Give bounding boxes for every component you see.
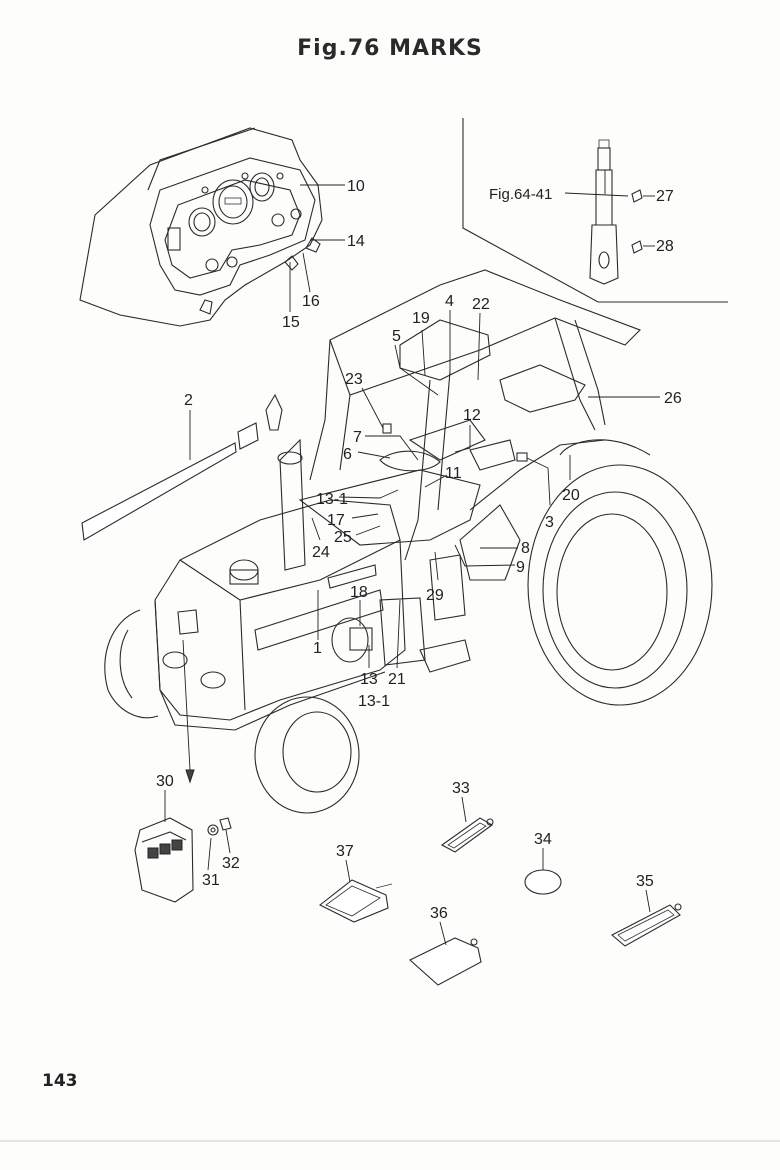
mark-3-plate	[516, 452, 528, 462]
callout-3: 3	[545, 514, 554, 531]
tag-36	[611, 904, 681, 947]
callout-23: 22	[472, 296, 490, 313]
callout-2: 2	[184, 392, 193, 409]
callout-12: 12	[463, 407, 481, 424]
callout-13-1: 13-1	[358, 693, 390, 710]
tag-38	[318, 879, 389, 923]
callout-13: 13	[360, 671, 378, 688]
callout-25: 24	[312, 544, 330, 561]
side-stripe-end-mark	[237, 422, 259, 450]
callout-35: 34	[534, 831, 552, 848]
callout-15: 14	[347, 233, 365, 250]
callout-16: 15	[282, 314, 300, 331]
tag-34	[440, 817, 494, 853]
front-grille-mark-block	[134, 817, 194, 903]
round-mark-35	[524, 869, 562, 895]
callout-38: 37	[336, 843, 354, 860]
callout-20: 19	[412, 310, 430, 327]
scan-edge-divider	[0, 1140, 780, 1142]
figure-title: Fig.76 MARKS	[297, 36, 483, 61]
callout-27: 26	[664, 390, 682, 407]
callout-14: 13-1	[316, 491, 348, 508]
tractor-body-drawing	[154, 393, 606, 731]
callout-4: 4	[445, 293, 454, 310]
callout-10: 10	[347, 178, 365, 195]
callout-6: 6	[343, 446, 352, 463]
callout-28: 27	[656, 188, 674, 205]
callout-18: 17	[327, 512, 345, 529]
page-number: 143	[42, 1071, 78, 1091]
callout-labels: 10 14 15 16 Fig.64-41 27 28 2 5 19 4 22 …	[156, 178, 682, 922]
callout-1: 1	[313, 640, 322, 657]
reference-drawbar-drawing	[462, 118, 728, 303]
callout-19: 18	[350, 584, 368, 601]
callout-30: 29	[426, 587, 444, 604]
callout-33: 32	[222, 855, 240, 872]
callout-32: 31	[202, 872, 220, 889]
callout-11: 11	[445, 465, 462, 482]
callout-31: 30	[156, 773, 174, 790]
callout-8: 8	[521, 540, 530, 557]
callout-36: 35	[636, 873, 654, 890]
callout-24: 23	[345, 371, 363, 388]
loose-marks-drawing	[81, 189, 682, 986]
callout-17: 16	[302, 293, 320, 310]
wheels-drawing	[104, 439, 713, 814]
callout-21: 20	[562, 487, 580, 504]
callout-9: 9	[516, 559, 525, 576]
callout-5: 5	[392, 328, 401, 345]
reference-note-label: Fig.64-41	[489, 186, 552, 203]
callout-29: 28	[656, 238, 674, 255]
tag-37	[409, 937, 482, 986]
callout-34: 33	[452, 780, 470, 797]
side-stripe-mark	[81, 442, 237, 541]
mark-24-plate	[382, 423, 392, 434]
callout-37: 36	[430, 905, 448, 922]
instrument-panel-drawing	[79, 127, 323, 327]
callout-22: 21	[388, 671, 406, 688]
callout-26: 25	[334, 529, 352, 546]
callout-7: 7	[353, 429, 362, 446]
leader-lines	[164, 170, 660, 946]
